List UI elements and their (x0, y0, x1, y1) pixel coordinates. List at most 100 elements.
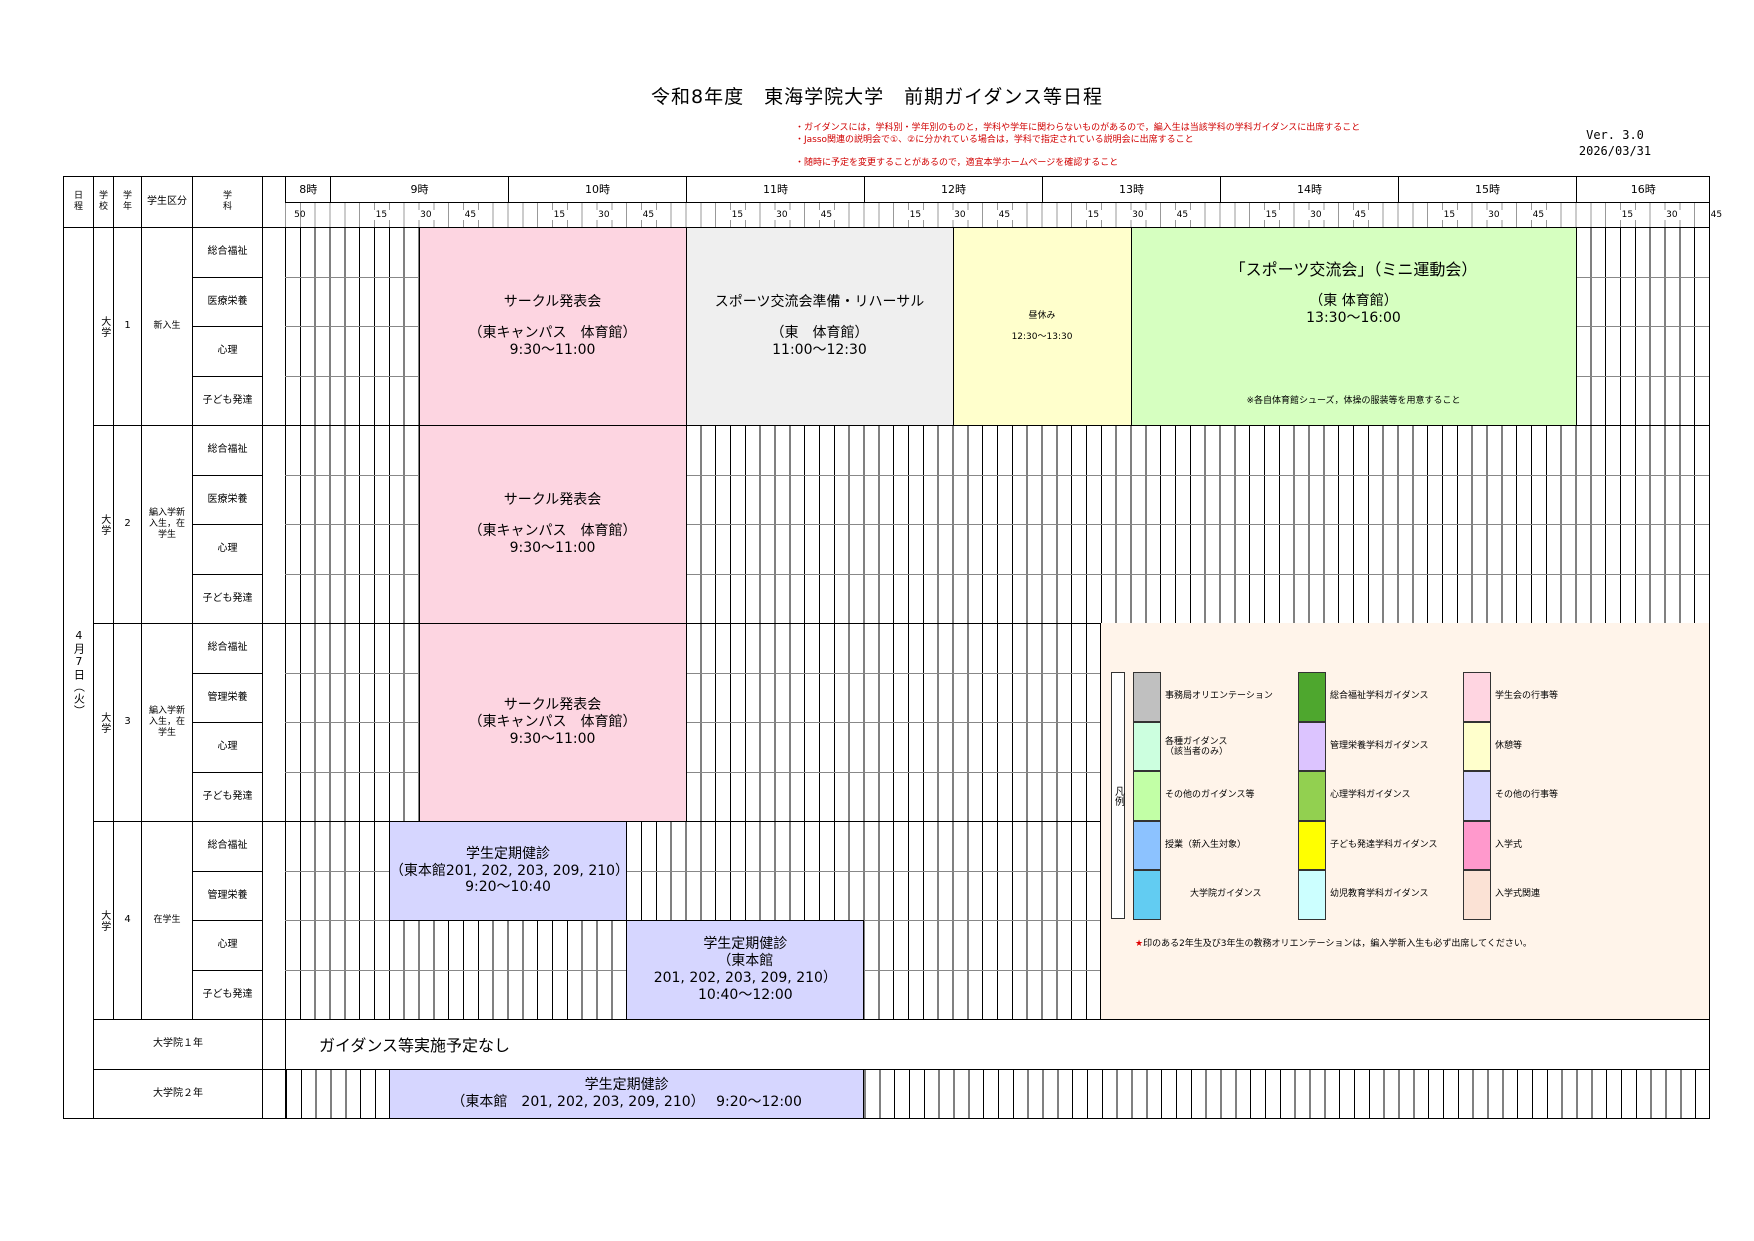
header-school: 学 校 (93, 176, 114, 228)
event-text: 9:30～11:00 (509, 539, 596, 556)
grid-subrow-line (285, 474, 1709, 476)
legend-swatch (1298, 870, 1326, 920)
legend-swatch (1133, 870, 1161, 920)
event-text: 学生定期健診 (584, 1076, 669, 1093)
date-label: 4月7日（火） (63, 227, 94, 1119)
dept-label: 子ども発達 (192, 771, 263, 822)
minute-label: 30 (944, 210, 975, 220)
event-block: サークル発表会（東キャンパス 体育館）9:30～11:00 (418, 425, 687, 624)
grad-row-label: 大学院１年 (93, 1019, 263, 1070)
legend-swatch (1133, 721, 1161, 771)
hour-label: 12時 (863, 176, 1043, 203)
grid-subrow-line (285, 573, 1709, 575)
category-label: 在学生 (141, 821, 193, 1020)
event-text: 10:40～12:00 (697, 986, 793, 1003)
minute-label: 15 (1612, 210, 1643, 220)
dept-label: 心理 (192, 524, 263, 575)
grid-subrow-line (285, 524, 1709, 525)
legend-label: 事務局オリエンテーション (1165, 691, 1273, 701)
event-text: 11:00～12:30 (772, 341, 867, 358)
category-label: 新入生 (141, 227, 193, 426)
event-text: （東 体育館） (770, 325, 869, 342)
blank-column (262, 623, 286, 822)
star-icon: ★ (1135, 939, 1144, 949)
dept-label: 心理 (192, 722, 263, 773)
page-title: 令和8年度 東海学院大学 前期ガイダンス等日程 (651, 86, 1103, 108)
event-text: （東 体育館） (1309, 293, 1398, 310)
dept-label: 医療栄養 (192, 276, 263, 327)
event-text: 12:30～13:30 (1011, 331, 1073, 342)
legend-panel: 凡例事務局オリエンテーション各種ガイダンス （該当者のみ）その他のガイダンス等授… (1100, 623, 1710, 1020)
grid-subrow-line (285, 722, 1709, 723)
school-label: 大学 (93, 227, 114, 426)
blank-column (262, 1068, 286, 1119)
minute-label: 30 (766, 210, 797, 220)
event-text: （東キャンパス 体育館） (468, 714, 637, 731)
dept-label: 総合福祉 (192, 623, 263, 674)
event-text: （東本館 (717, 953, 774, 970)
hour-label: 15時 (1397, 176, 1577, 203)
dept-label: 心理 (192, 326, 263, 377)
minute-label: 45 (633, 210, 664, 220)
school-label: 大学 (93, 623, 114, 822)
school-label: 大学 (93, 425, 114, 624)
note-line: ・随時に予定を変更することがあるので，適宜本学ホームページを確認すること (795, 158, 1119, 168)
event-block: 「スポーツ交流会」（ミニ運動会）（東 体育館）13:30～16:00※各自体育館… (1130, 227, 1577, 426)
hour-label: 10時 (507, 176, 687, 203)
legend-swatch (1133, 672, 1161, 722)
legend-label: 休憩等 (1495, 740, 1523, 751)
legend-swatch (1133, 820, 1161, 870)
blank-column (262, 821, 286, 1020)
revision-date: 2026/03/31 (1578, 144, 1652, 158)
category-label: 編入学新入生，在学生 (141, 425, 193, 624)
hour-label: 8時 (285, 176, 331, 203)
dept-label: 子ども発達 (192, 375, 263, 426)
grid-subrow-line (285, 920, 1709, 921)
legend-swatch (1298, 771, 1326, 821)
year-label: 4 (113, 821, 142, 1020)
legend-label: 各種ガイダンス （該当者のみ） (1165, 736, 1229, 758)
event-text: （東キャンパス 体育館） (468, 325, 637, 342)
legend-label: 管理栄養学科ガイダンス (1330, 740, 1429, 751)
event-text: サークル発表会 (503, 294, 602, 311)
grid-subrow-line (285, 672, 1709, 674)
grid-subrow-line (285, 771, 1709, 773)
year-label: 2 (113, 425, 142, 624)
note-line: ・Jasso関連の説明会で①、②に分かれている場合は，学科で指定されている説明会… (795, 135, 1194, 145)
legend-swatch (1298, 672, 1326, 722)
header-date: 日 程 (63, 176, 94, 228)
minute-label: 15 (366, 210, 397, 220)
event-block: 学生定期健診（東本館201, 202, 203, 209, 210）9:20～1… (388, 821, 630, 921)
event-text: 学生定期健診 (703, 936, 788, 953)
event-text: 9:30～11:00 (509, 341, 596, 358)
legend-swatch (1298, 820, 1326, 870)
dept-label: 総合福祉 (192, 425, 263, 476)
minute-label: 15 (722, 210, 753, 220)
legend-label: 入学式関連 (1495, 889, 1541, 899)
event-text: （東キャンパス 体育館） (468, 523, 637, 540)
dept-label: 子ども発達 (192, 573, 263, 624)
dept-label: 心理 (192, 920, 263, 971)
hour-label: 9時 (329, 176, 509, 203)
school-label: 大学 (93, 821, 114, 1020)
legend-label: その他のガイダンス等 (1165, 790, 1255, 800)
hour-label: 16時 (1575, 176, 1710, 203)
event-text: 201, 202, 203, 209, 210） (653, 970, 837, 986)
event-text: 「スポーツ交流会」（ミニ運動会） (1229, 260, 1478, 279)
event-text: （東本館201, 202, 203, 209, 210） (389, 862, 630, 879)
event-text: スポーツ交流会準備・リハーサル (714, 294, 925, 311)
event-block: サークル発表会（東キャンパス 体育館）9:30～11:00 (418, 623, 687, 822)
legend-label: 学生会の行事等 (1495, 691, 1559, 701)
legend-label: 心理学科ガイダンス (1330, 790, 1411, 800)
dept-label: 総合福祉 (192, 821, 263, 872)
legend-label: 幼児教育学科ガイダンス (1330, 889, 1429, 899)
blank-column (262, 425, 286, 624)
event-text: 13:30～16:00 (1306, 309, 1401, 326)
header-blank (262, 176, 286, 228)
hour-label: 14時 (1219, 176, 1399, 203)
dept-label: 管理栄養 (192, 870, 263, 921)
year-label: 1 (113, 227, 142, 426)
no-guidance-note: ガイダンス等実施予定なし (285, 1019, 1710, 1070)
